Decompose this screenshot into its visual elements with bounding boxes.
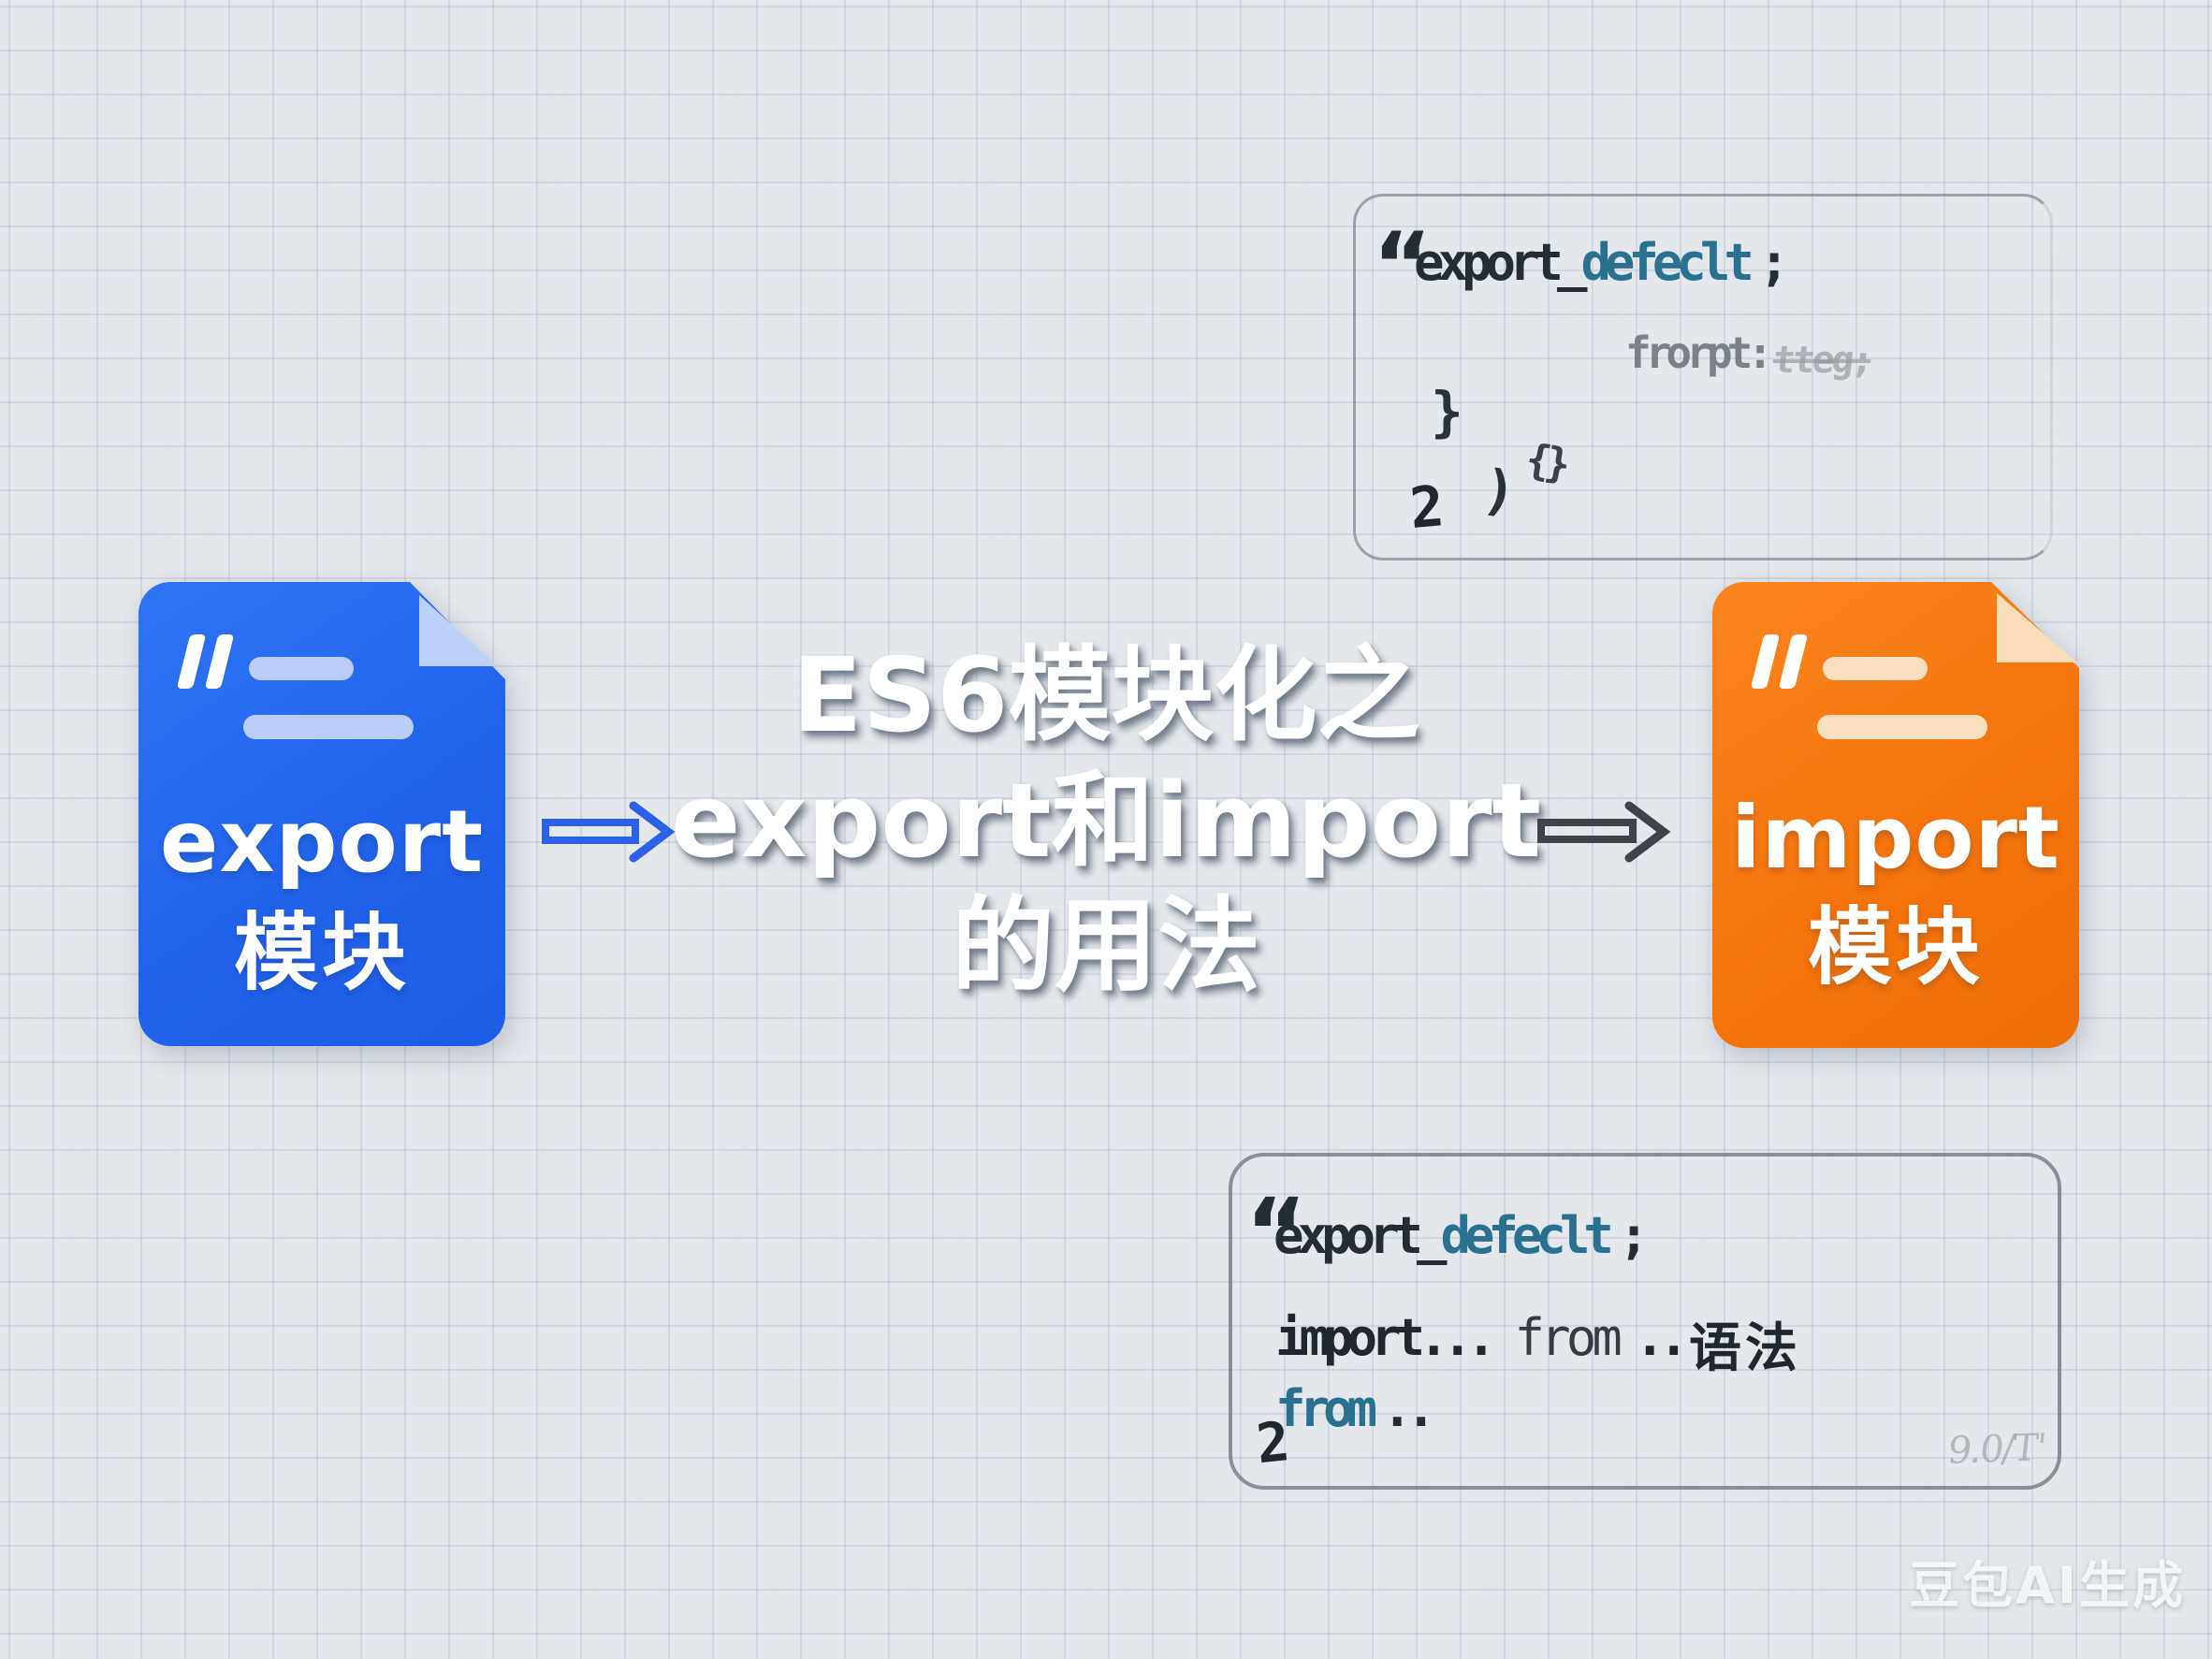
page-title: ES6模块化之 export和import 的用法	[545, 633, 1667, 1010]
faded-text: frorpt:	[1625, 327, 1773, 378]
code-line-import-from: import... from..	[1275, 1308, 1689, 1367]
export-card-label: export	[159, 792, 485, 892]
text-line-bar	[243, 715, 414, 739]
code-keyword: export_	[1273, 1206, 1447, 1265]
code-dots: ..	[1635, 1308, 1689, 1367]
quote-icon	[176, 634, 256, 692]
stray-braces: {}	[1521, 434, 1569, 489]
code-keyword-from: from	[1275, 1379, 1377, 1438]
import-module-card: import 模块	[1712, 582, 2079, 1048]
code-line-from: from..	[1275, 1379, 1436, 1438]
title-line-1: ES6模块化之	[792, 635, 1420, 755]
generator-watermark: 豆包AI生成	[1909, 1556, 2186, 1615]
code-punct: ;	[1758, 233, 1789, 292]
quote-icon	[1750, 634, 1830, 692]
code-dots: ...	[1418, 1308, 1497, 1367]
garbled-text: tteg;	[1770, 339, 1873, 382]
quote-mark: “	[1245, 1178, 1307, 1288]
code-keyword-from: from	[1514, 1308, 1622, 1367]
code-line-export-default: export_defeclt;	[1414, 230, 1789, 296]
import-card-label: import	[1731, 788, 2060, 888]
code-line-faded: frorpt:tteg;	[1625, 327, 1873, 382]
garbled-corner-text: 9.0/T'	[1945, 1426, 2047, 1473]
code-line-export-default: export_defeclt;	[1273, 1203, 1649, 1269]
flow-arrow-right-icon	[1537, 801, 1671, 863]
code-keyword-import: import	[1275, 1308, 1425, 1367]
text-line-bar	[1817, 715, 1987, 739]
stray-brace: }	[1431, 380, 1463, 444]
page-fold-icon	[419, 595, 498, 666]
code-identifier: defeclt	[1580, 233, 1754, 292]
flow-arrow-left-icon	[542, 801, 676, 863]
stray-paren: )	[1478, 457, 1513, 524]
quote-mark: “	[1373, 213, 1433, 318]
export-card-label-zh: 模块	[234, 904, 410, 1002]
code-keyword: export_	[1414, 233, 1587, 292]
code-punct: ;	[1618, 1206, 1649, 1265]
export-module-card: export 模块	[138, 582, 505, 1046]
title-line-3: 的用法	[952, 886, 1260, 1007]
import-card-label-zh: 模块	[1808, 898, 1984, 997]
code-dots: ..	[1381, 1379, 1436, 1438]
text-line-bar	[249, 657, 354, 680]
title-line-2: export和import	[670, 761, 1542, 881]
text-line-bar	[1823, 657, 1928, 680]
code-identifier: defeclt	[1440, 1206, 1613, 1265]
syntax-label-zh: 语法	[1689, 1318, 1801, 1379]
code-box-top: “ export_defeclt; frorpt:tteg; } ) 2 {}	[1353, 194, 2053, 560]
stray-digit: 2	[1407, 473, 1440, 543]
code-box-bottom: “ export_defeclt; import... from.. 语法 fro…	[1229, 1153, 2061, 1490]
